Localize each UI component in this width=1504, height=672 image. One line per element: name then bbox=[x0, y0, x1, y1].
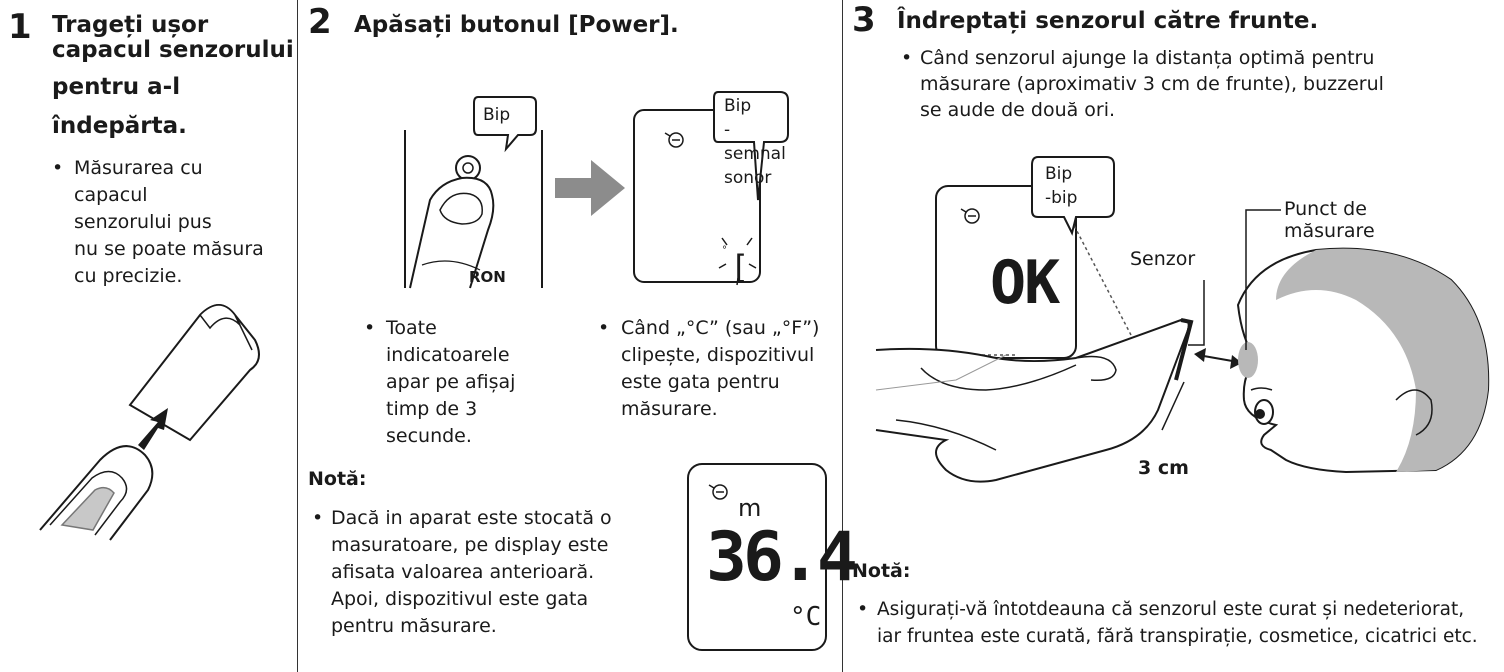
speech-bubble bbox=[1031, 156, 1115, 236]
bubble-text: Bip bbox=[483, 105, 511, 125]
step-number: 3 bbox=[852, 0, 876, 40]
temperature-unit: °C bbox=[790, 602, 822, 632]
svg-text:[: [ bbox=[730, 248, 749, 286]
step-heading: Îndreptați senzorul către frunte. bbox=[897, 8, 1319, 34]
note-text: Dacă in aparat este stocată o masuratoar… bbox=[331, 507, 612, 637]
forehead-measurement-illustration bbox=[875, 185, 1490, 483]
power-press-illustration bbox=[404, 130, 543, 289]
column-divider-2 bbox=[842, 0, 843, 672]
ok-indicator: OK bbox=[990, 248, 1060, 318]
column-divider-1 bbox=[297, 0, 298, 672]
measuring-point-label: Punct de măsurare bbox=[1284, 198, 1375, 242]
display-screen: [ ° bbox=[633, 109, 761, 286]
bubble-text: Bip -bip bbox=[1045, 164, 1078, 208]
bullet-dot: • bbox=[857, 598, 869, 620]
step-body: Măsurarea cu capacul senzorului pus nu s… bbox=[74, 157, 264, 287]
speech-bubble bbox=[713, 91, 789, 201]
step-heading: Trageți ușor capacul senzorului pentru a… bbox=[52, 12, 294, 139]
cap-removal-illustration bbox=[39, 304, 260, 541]
device-brand: RON bbox=[469, 268, 506, 286]
note-text: Asigurați-vă întotdeauna că senzorul est… bbox=[877, 599, 1478, 647]
step-body: Când senzorul ajunge la distanța optimă … bbox=[920, 47, 1384, 121]
step-heading: Apăsați butonul [Power]. bbox=[354, 12, 679, 38]
step-number: 2 bbox=[308, 2, 332, 42]
bubble-text: Bip - semnal sonor bbox=[724, 96, 786, 188]
bullet-dot: • bbox=[598, 317, 610, 339]
memory-mode: m bbox=[738, 494, 762, 522]
note-heading: Notă: bbox=[852, 560, 911, 582]
person-face-icon bbox=[708, 484, 728, 500]
sensor-label: Senzor bbox=[1130, 248, 1196, 270]
arrow-up-icon bbox=[138, 408, 168, 450]
distance-label: 3 cm bbox=[1138, 457, 1189, 479]
bullet-dot: • bbox=[312, 507, 324, 529]
note-heading: Notă: bbox=[308, 468, 367, 490]
power-button-icon bbox=[455, 155, 481, 181]
speech-bubble bbox=[473, 96, 537, 153]
svg-text:°: ° bbox=[722, 245, 727, 256]
temperature-value: 36.4 bbox=[706, 518, 858, 597]
person-face-icon bbox=[664, 132, 684, 148]
arrow-right-icon bbox=[555, 160, 625, 216]
step-number: 1 bbox=[8, 7, 32, 47]
bullet-dot: • bbox=[52, 157, 64, 179]
person-face-icon bbox=[960, 208, 980, 224]
memory-display bbox=[687, 463, 827, 651]
bullet-text: Toate indicatoarele apar pe afișaj timp … bbox=[386, 317, 516, 447]
bullet-dot: • bbox=[901, 47, 913, 69]
bullet-dot: • bbox=[364, 317, 376, 339]
bullet-text: Când „°C” (sau „°F”) clipește, dispoziti… bbox=[621, 317, 820, 420]
